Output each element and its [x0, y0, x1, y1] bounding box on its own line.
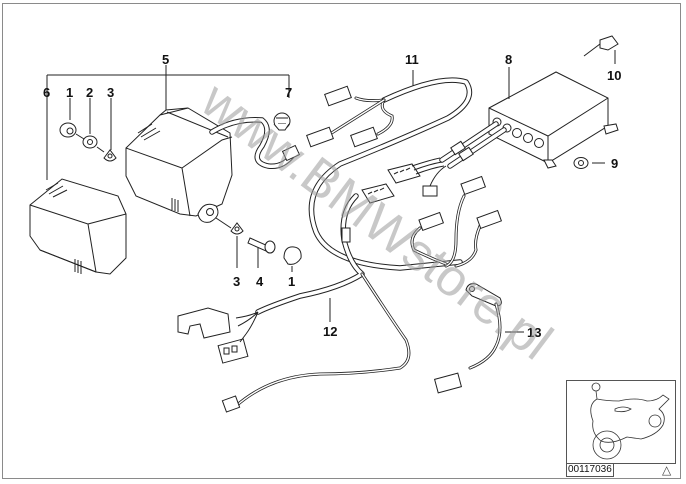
part-1-cap-nut[interactable]: [283, 246, 302, 265]
callout-labels: 1 2 3 5 6 7 3 4 1 8 9 10 11 12 13: [43, 52, 621, 340]
callout-10: 10: [607, 68, 621, 83]
motorcycle-icon: [590, 382, 670, 460]
callout-7: 7: [285, 85, 292, 100]
motorcycle-thumbnail: [566, 380, 676, 464]
diagram-frame: [2, 3, 681, 479]
callout-2: 2: [86, 85, 93, 100]
part-8-control-unit[interactable]: [488, 71, 619, 169]
part-7-bulb-socket[interactable]: [273, 112, 291, 131]
part-10-sensor-plug[interactable]: [583, 35, 619, 57]
callout-3a: 3: [107, 85, 114, 100]
multi-pin-connector-upper[interactable]: [387, 157, 447, 197]
part-3-clip[interactable]: [103, 149, 117, 162]
part-3-clip-lower[interactable]: [230, 222, 244, 235]
triangle-icon: △: [662, 463, 672, 477]
part-1-nut[interactable]: [59, 122, 77, 138]
multi-pin-connector-lower[interactable]: [361, 183, 395, 204]
harness-branches: [410, 175, 503, 268]
callout-1b: 1: [288, 274, 295, 289]
callout-9: 9: [611, 156, 618, 171]
callout-11: 11: [405, 52, 419, 67]
part-13-ground-cable[interactable]: [433, 283, 502, 394]
callout-1a: 1: [66, 85, 73, 100]
diagram-number: 00117036: [566, 463, 614, 477]
part-2-washer[interactable]: [82, 135, 98, 149]
part-4-screw[interactable]: [247, 237, 276, 254]
part-11-wiring-harness[interactable]: [306, 77, 473, 271]
assembly-axis: [75, 133, 105, 153]
callout-4: 4: [256, 274, 264, 289]
callout-5: 5: [162, 52, 169, 67]
part-5-siren-housing[interactable]: [125, 107, 233, 223]
part-12-wiring-harness[interactable]: [177, 193, 411, 413]
siren-cable: [209, 117, 301, 170]
assembly-axis-lower: [215, 217, 232, 229]
callout-3b: 3: [233, 274, 240, 289]
group-bracket-5: [46, 65, 290, 180]
callout-8: 8: [505, 52, 512, 67]
part-6-cover[interactable]: [29, 178, 127, 275]
control-unit-cables: [439, 121, 507, 169]
callout-6: 6: [43, 85, 50, 100]
part-9-nut[interactable]: [573, 157, 589, 169]
callout-13: 13: [527, 325, 541, 340]
callout-12: 12: [323, 324, 337, 339]
